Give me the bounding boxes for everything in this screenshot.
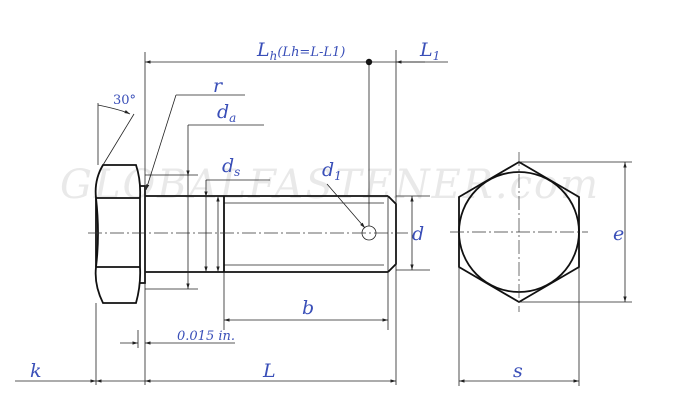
label-angle: 30°: [113, 93, 136, 108]
label-d1: d1: [322, 159, 342, 183]
label-e: e: [613, 223, 624, 245]
label-tolerance: 0.015 in.: [177, 329, 235, 344]
label-lh: Lh(Lh=L-L1): [256, 39, 345, 63]
label-s: s: [513, 360, 523, 382]
label-k: k: [30, 360, 42, 382]
label-ds: ds: [222, 155, 240, 179]
bolt-head: [94, 164, 142, 304]
label-r: r: [213, 75, 224, 97]
extension-lines: [95, 50, 632, 386]
bolt-side-view: [88, 58, 408, 304]
dimension-lines: [15, 60, 627, 383]
label-l1: L1: [419, 39, 440, 63]
dimension-labels: Lh(Lh=L-L1) L1 30° r da ds d1 d e b 0.01…: [30, 39, 624, 382]
watermark: GLOBALFASTENER.com: [60, 162, 600, 208]
label-da: da: [217, 101, 236, 125]
label-L: L: [262, 360, 276, 382]
label-b: b: [302, 297, 314, 319]
label-d: d: [412, 223, 424, 245]
